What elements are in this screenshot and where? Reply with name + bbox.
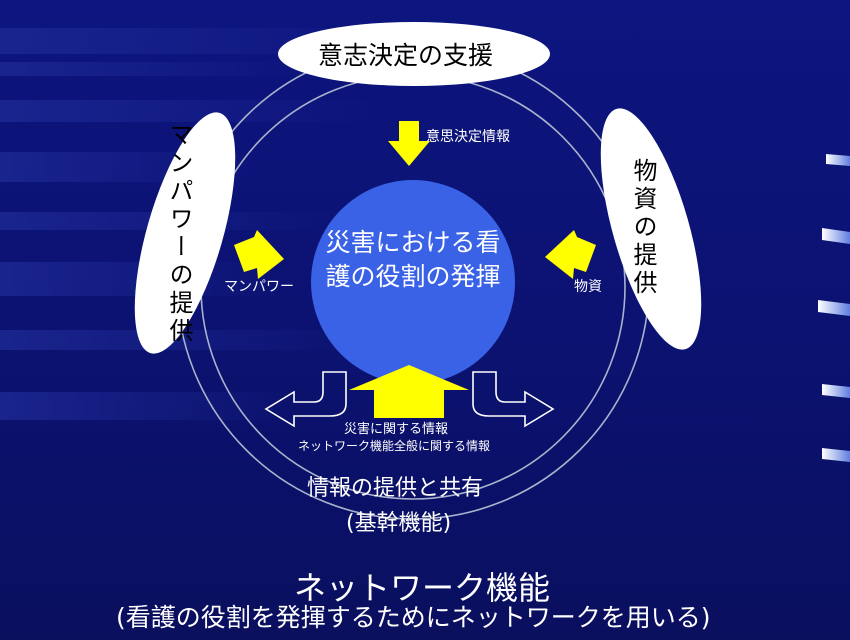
right-outline-arrow (472, 371, 555, 428)
right-edge-tabs (818, 154, 850, 462)
top-node-ellipse (278, 22, 550, 86)
info-flow-label-1: 災害に関する情報 (344, 422, 449, 437)
info-arrow (349, 365, 469, 418)
info-flow-label-2: ネットワーク機能全般に関する情報 (298, 439, 491, 453)
material-arrow (545, 230, 596, 279)
manpower-arrow (234, 230, 284, 279)
page-subtitle: (看護の役割を発揮するためにネットワークを用いる) (116, 603, 711, 632)
right-node-ellipse (600, 108, 702, 350)
center-circle (311, 180, 515, 384)
decision-arrow (388, 121, 430, 166)
bottom-node-sub: (基幹機能) (346, 511, 452, 536)
page-title: ネットワーク機能 (294, 569, 551, 607)
right-node-label: 物資の提供 (629, 158, 657, 298)
left-outline-arrow (264, 371, 347, 428)
decision-flow-label: 意思決定情報 (426, 129, 510, 145)
material-flow-label: 物資 (574, 279, 602, 295)
left-node-ellipse (134, 112, 236, 354)
left-node-label: マンパワーの提供 (165, 122, 193, 346)
center-label: 災害における看護の役割の発揮 (325, 228, 501, 291)
top-node-label: 意志決定の支援 (318, 41, 494, 70)
bottom-node-title: 情報の提供と共有 (307, 476, 484, 501)
manpower-flow-label: マンパワー (224, 279, 294, 295)
